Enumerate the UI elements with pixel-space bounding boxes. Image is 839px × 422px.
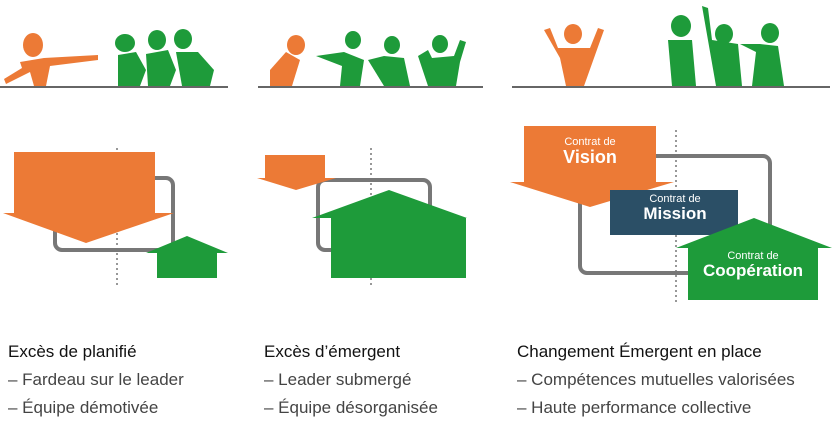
vision-arrow <box>510 126 674 207</box>
mission-label: Contrat de Mission <box>620 193 730 224</box>
panel-planned-excess <box>0 29 228 286</box>
mission-label-small: Contrat de <box>649 193 701 205</box>
panel-emergent-change <box>510 6 832 302</box>
connector-rect <box>578 154 772 275</box>
scene-team-celebrating <box>512 6 830 88</box>
caption-panel-2: Excès d’émergent – Leader submergé – Équ… <box>264 338 438 422</box>
vision-label-small: Contrat de <box>564 136 616 148</box>
cooperation-label-small: Contrat de <box>727 250 779 262</box>
people-group-icon <box>316 31 466 86</box>
caption-title: Excès d’émergent <box>264 342 401 361</box>
person-arms-up-icon <box>544 24 604 86</box>
ground-line <box>512 86 830 88</box>
vision-label-big: Vision <box>563 147 617 168</box>
caption-title: Excès de planifié <box>8 342 137 361</box>
scene-leader-pointing <box>0 29 228 88</box>
mission-label-big: Mission <box>643 204 707 224</box>
ground-line <box>258 86 483 88</box>
person-bowing-icon <box>270 35 305 86</box>
vision-arrow-small <box>257 155 336 190</box>
caption-line: – Leader submergé <box>264 370 412 389</box>
scene-leader-overwhelmed <box>258 31 483 88</box>
cooperation-house <box>676 218 832 300</box>
vision-label: Contrat de Vision <box>540 136 640 168</box>
caption-panel-1: Excès de planifié – Fardeau sur le leade… <box>8 338 184 422</box>
ground-line <box>0 86 228 88</box>
caption-line: – Équipe démotivée <box>8 398 159 417</box>
people-group-icon <box>668 6 784 86</box>
mission-box <box>610 190 738 235</box>
caption-line: – Équipe désorganisée <box>264 398 438 417</box>
panel-emergent-excess <box>257 31 483 286</box>
caption-panel-3: Changement Émergent en place – Compétenc… <box>517 338 795 422</box>
vision-arrow-large <box>3 152 174 243</box>
person-pointing-icon <box>4 33 98 86</box>
people-group-icon <box>115 29 214 86</box>
cooperation-label-big: Coopération <box>702 261 804 281</box>
cooperation-label: Contrat de Coopération <box>690 250 816 281</box>
caption-line: – Compétences mutuelles valorisées <box>517 370 795 389</box>
caption-line: – Fardeau sur le leader <box>8 370 184 389</box>
cooperation-house-small <box>146 236 228 278</box>
caption-line: – Haute performance collective <box>517 398 752 417</box>
cooperation-house-large <box>312 190 467 278</box>
caption-title: Changement Émergent en place <box>517 342 762 361</box>
